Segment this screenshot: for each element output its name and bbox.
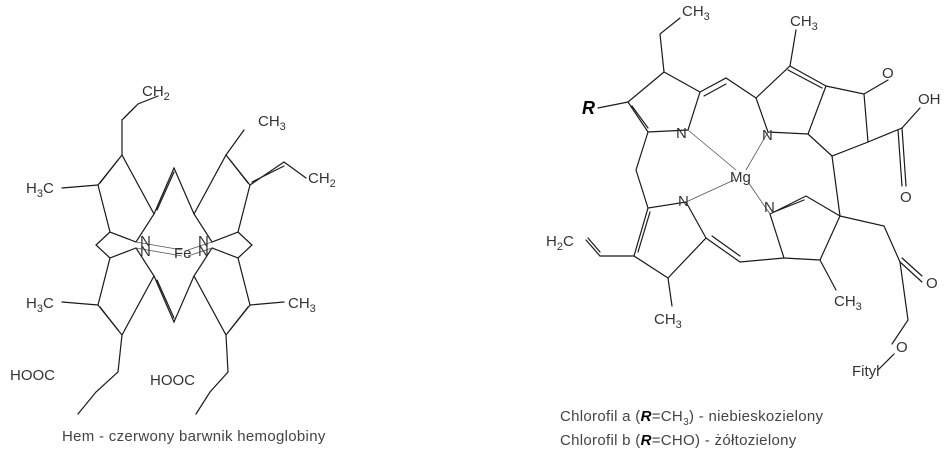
chlorophyll-structure: CH3 CH3 O OH R N N N N Mg O H2C CH3 CH3 … <box>546 3 941 380</box>
chl-ketone-o-label: O <box>882 65 894 82</box>
chlorophyll-b-caption: Chlorofil b (R=CHO) - żółtozielony <box>560 432 797 449</box>
chl-n-tr: N <box>762 127 773 144</box>
chl-isocyclic-ring <box>807 85 869 157</box>
chl-pyrrole-bl <box>633 201 707 279</box>
heme-hooc-left-label: HOOC <box>10 367 55 384</box>
chl-pyrrole-tr <box>755 65 827 135</box>
heme-caption: Hem - czerwony barwnik hemoglobiny <box>62 428 326 445</box>
heme-fe-label: Fe <box>174 245 192 262</box>
heme-structure: CH2 CH3 H3C CH2 N N N N Fe H3C CH3 HOOC … <box>10 83 336 415</box>
chl-ester-o-label: O <box>896 339 908 356</box>
chl-ch3-bottom-left-label: CH3 <box>654 311 682 331</box>
heme-n-tl: N <box>140 233 151 250</box>
chl-acid-o-label: O <box>900 189 912 206</box>
chl-r-group-label: R <box>582 98 595 118</box>
chl-h2c-label: H2C <box>546 233 574 253</box>
heme-h3c-left-label: H3C <box>26 180 54 200</box>
chl-ester-carbonyl-o-label: O <box>926 275 938 292</box>
chl-ch3-bottom-label: CH3 <box>834 293 862 313</box>
heme-ch2-right-label: CH2 <box>308 170 336 190</box>
chl-n-bl: N <box>678 193 689 210</box>
heme-ch3-br-label: CH3 <box>288 295 316 315</box>
chl-ch3-top-label: CH3 <box>682 3 710 23</box>
heme-pyrrole-tl <box>97 153 155 243</box>
chl-n-tl: N <box>676 125 687 142</box>
heme-n-br: N <box>198 243 209 260</box>
heme-ch3-tr-label: CH3 <box>258 113 286 133</box>
chl-n-br: N <box>764 199 775 216</box>
heme-pyrrole-br <box>193 247 251 337</box>
heme-h3c-bottom-left-label: H3C <box>26 295 54 315</box>
chl-pyrrole-br <box>769 195 841 261</box>
chl-oh-label: OH <box>918 91 941 108</box>
heme-ch2-top-label: CH2 <box>142 83 170 103</box>
chl-pyrrole-tl <box>627 71 701 133</box>
heme-hooc-right-label: HOOC <box>150 372 195 389</box>
chl-ch3-tr-label: CH3 <box>790 13 818 33</box>
chlorophyll-a-caption: Chlorofil a (R=CH3) - niebieskozielony <box>560 408 824 428</box>
chl-fityl-label: Fityl <box>852 363 880 380</box>
heme-n-bl: N <box>140 243 151 260</box>
chl-mg-label: Mg <box>730 169 751 186</box>
heme-n-tr: N <box>198 233 209 250</box>
heme-pyrrole-bl <box>97 247 155 337</box>
heme-pyrrole-tr <box>193 153 251 243</box>
